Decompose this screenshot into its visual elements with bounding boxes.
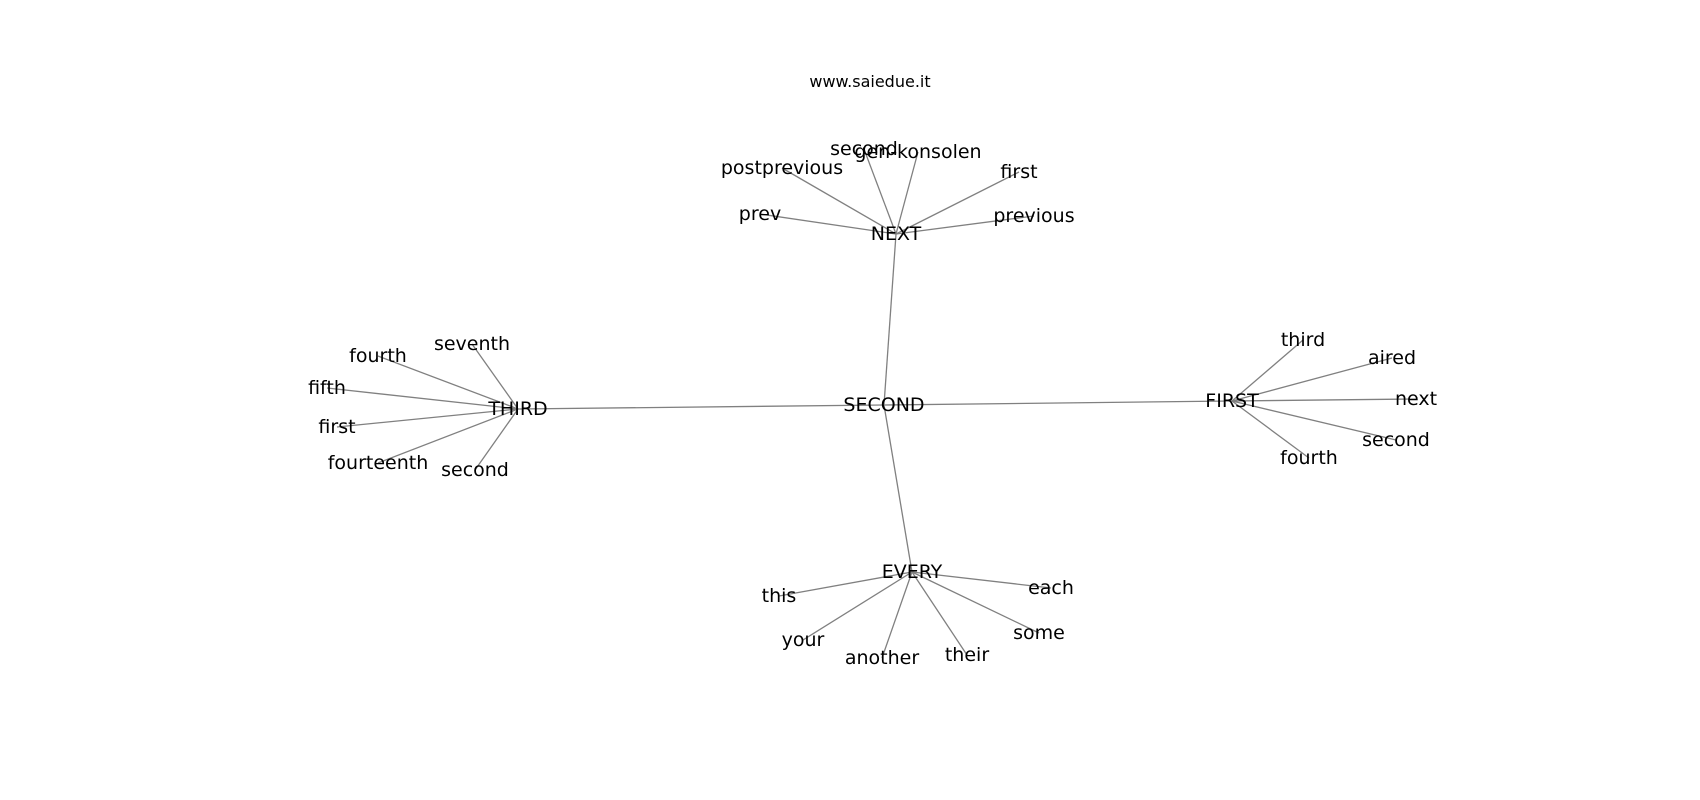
edge-third-fourteenth xyxy=(377,408,519,464)
edge-third-fourth xyxy=(377,355,519,410)
edge-first-next xyxy=(1231,398,1417,402)
edge-third-first xyxy=(336,408,519,428)
edge-third-fifth xyxy=(326,387,519,410)
edge-third-second xyxy=(474,408,519,471)
edge-first-second xyxy=(1231,400,1397,441)
edge-second-first xyxy=(883,400,1233,406)
node-third-fifth: fifth xyxy=(308,377,346,399)
edge-every-some xyxy=(911,571,1040,634)
edge-every-each xyxy=(911,571,1052,589)
node-first-aired: aired xyxy=(1368,347,1416,369)
node-third-fourth: fourth xyxy=(349,345,407,367)
edge-next-prev xyxy=(759,213,897,235)
edge-first-fourth xyxy=(1231,400,1310,459)
edge-first-aired xyxy=(1231,357,1393,402)
node-next-second: second xyxy=(830,138,898,160)
node-every-this: this xyxy=(762,585,797,607)
node-hub-every: EVERY xyxy=(882,561,943,583)
node-hub-third: THIRD xyxy=(487,398,547,420)
node-every-some: some xyxy=(1013,622,1065,644)
node-first-third: third xyxy=(1281,329,1325,351)
node-next-gen-konsolen: gen-konsolen xyxy=(854,141,981,163)
edge-next-second xyxy=(863,148,897,235)
node-root-second: SECOND xyxy=(843,394,924,416)
node-next-first: first xyxy=(1000,161,1037,183)
edge-second-third xyxy=(517,404,885,410)
edge-second-every xyxy=(883,404,913,573)
node-next-prev: prev xyxy=(739,203,781,225)
edges-layer xyxy=(326,148,1417,659)
node-every-their: their xyxy=(945,644,989,666)
node-every-another: another xyxy=(845,647,919,669)
node-hub-next: NEXT xyxy=(871,223,922,245)
node-first-fourth: fourth xyxy=(1280,447,1338,469)
edge-second-next xyxy=(883,233,897,406)
edge-next-previous xyxy=(895,215,1035,235)
node-hub-first: FIRST xyxy=(1205,390,1259,412)
edge-every-their xyxy=(911,571,968,656)
node-first-next: next xyxy=(1395,388,1437,410)
edge-every-this xyxy=(778,571,913,597)
node-first-second: second xyxy=(1362,429,1430,451)
edge-next-gen-konsolen xyxy=(895,151,919,235)
node-every-each: each xyxy=(1028,577,1074,599)
edge-third-seventh xyxy=(471,343,519,410)
node-third-first: first xyxy=(318,416,355,438)
edge-every-your xyxy=(802,571,913,641)
node-every-your: your xyxy=(782,629,825,651)
edge-next-first xyxy=(895,171,1020,235)
node-third-second: second xyxy=(441,459,509,481)
node-third-seventh: seventh xyxy=(434,333,510,355)
site-header: www.saiedue.it xyxy=(809,72,930,91)
node-next-postprevious: postprevious xyxy=(721,157,843,179)
node-next-previous: previous xyxy=(993,205,1074,227)
labels-layer: www.saiedue.it secondgen-konsolenpostpre… xyxy=(308,72,1437,669)
edge-first-third xyxy=(1231,339,1304,402)
edge-every-another xyxy=(881,571,913,659)
node-third-fourteenth: fourteenth xyxy=(328,452,429,474)
edge-next-postprevious xyxy=(781,167,897,235)
